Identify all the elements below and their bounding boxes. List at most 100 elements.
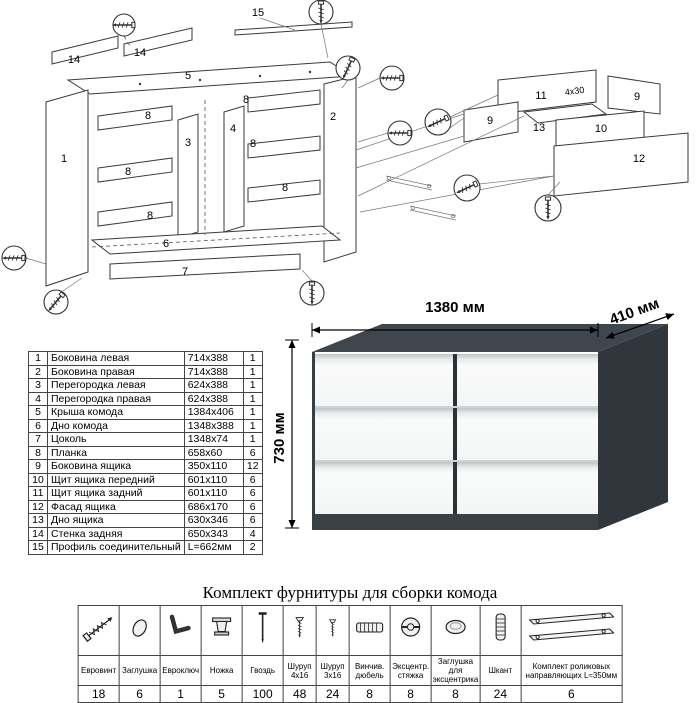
part-qty: 1 xyxy=(242,364,263,379)
part-label-8: 8 xyxy=(145,110,151,122)
part-qty: 6 xyxy=(242,513,263,528)
part-label-12: 12 xyxy=(633,153,645,165)
hardware-label: Комплект роликовых направляющих L≈350мм xyxy=(520,655,623,686)
cabinet-parts xyxy=(45,21,357,287)
shkant-icon xyxy=(495,613,506,641)
part-num: 6 xyxy=(28,418,48,433)
part-outline-left-side-1 xyxy=(45,89,89,287)
dresser-plinth xyxy=(315,514,598,530)
part-qty: 6 xyxy=(242,472,263,487)
leg-icon xyxy=(212,617,232,636)
height-dimension-label: 730 мм xyxy=(271,412,288,463)
screw-3x16-icon xyxy=(328,619,337,638)
part-label-2: 2 xyxy=(330,111,336,123)
part-label-11: 11 xyxy=(535,90,546,102)
drawer-row-gap xyxy=(315,460,598,462)
part-num: 8 xyxy=(28,445,48,460)
exploded-assembly-diagram: 15 14 14 5 1 2 3 4 8 8 8 8 8 8 6 7 11 9 … xyxy=(0,0,700,350)
drawer-front xyxy=(315,462,453,514)
part-label-4: 4 xyxy=(230,123,236,135)
part-outline-top-5 xyxy=(66,61,354,95)
part-outline-partition-4 xyxy=(223,105,245,233)
part-name: Крыша комода xyxy=(47,405,185,420)
part-num: 5 xyxy=(28,405,48,420)
dresser-svg: 1380 мм 730 мм 410 мм xyxy=(271,295,675,530)
hardware-qty: 48 xyxy=(282,685,317,703)
hardware-label: Винчив. дюбель xyxy=(348,655,391,686)
hardware-kit-title: Комплект фурнитуры для сборки комода xyxy=(202,583,498,602)
part-num: 13 xyxy=(28,513,48,528)
pilot-holes xyxy=(138,70,312,86)
part-size: 601x110 xyxy=(183,486,244,501)
part-outline-plank-8d xyxy=(247,89,321,113)
part-label-3: 3 xyxy=(185,137,191,149)
part-num: 12 xyxy=(28,499,48,514)
part-qty: 1 xyxy=(242,418,263,433)
part-size: 630x346 xyxy=(183,513,244,528)
part-qty: 6 xyxy=(242,499,263,514)
part-num: 1 xyxy=(28,351,48,366)
part-outline-bottom-6 xyxy=(90,225,342,255)
part-outline-drawer-side-9r xyxy=(607,75,661,115)
width-dimension-label: 1380 мм xyxy=(425,299,485,316)
screw-callout xyxy=(534,194,562,222)
part-label-8: 8 xyxy=(250,138,256,150)
hardware-icon-cell xyxy=(520,605,623,656)
hardware-icon-cell xyxy=(77,605,120,656)
part-outline-plank-8e xyxy=(247,135,321,159)
part-num: 10 xyxy=(28,472,48,487)
hardware-label: Шуруп 4x16 xyxy=(282,655,317,686)
part-name: Перегородка правая xyxy=(47,391,185,406)
part-label-8: 8 xyxy=(125,166,131,178)
hardware-label: Эксцентр. стяжка xyxy=(389,655,432,686)
dresser-right-side xyxy=(598,324,668,530)
dresser-left-edge xyxy=(312,352,315,530)
part-num: 11 xyxy=(28,486,48,501)
part-size: 1348x388 xyxy=(183,418,244,433)
part-name: Цоколь xyxy=(47,432,185,447)
hardware-callouts xyxy=(1,0,562,315)
depth-dimension-label: 410 мм xyxy=(607,295,661,329)
part-name: Стенка задняя xyxy=(47,526,185,541)
drawer-front xyxy=(315,354,453,406)
part-outline-drawer-facade-12 xyxy=(553,132,689,197)
part-size: 686x170 xyxy=(183,499,244,514)
hardware-icon-cell xyxy=(315,605,350,656)
part-label-8: 8 xyxy=(147,210,153,222)
part-outline-plank-8a xyxy=(97,105,173,131)
hardware-icon-cell xyxy=(282,605,317,656)
part-outline-back-wall-a xyxy=(51,35,119,65)
eccentric-plug-icon xyxy=(445,619,466,635)
part-qty: 4 xyxy=(242,526,263,541)
euro-key-icon xyxy=(169,614,191,635)
part-num: 4 xyxy=(28,391,48,406)
drawer-runner-icon xyxy=(385,175,457,221)
hardware-icon-cell xyxy=(479,605,522,656)
eccentric-cam-icon xyxy=(401,617,421,637)
hardware-table: Евровинт Заглушка Евроключ Ножка Гвоздь … xyxy=(77,605,623,703)
hardware-label: Гвоздь xyxy=(241,655,284,686)
part-outline-back-wall-b xyxy=(123,27,193,57)
part-outline-drawer-side-9l xyxy=(463,101,519,143)
hardware-icon-cell xyxy=(348,605,391,656)
dresser-render: 1380 мм 730 мм 410 мм xyxy=(270,292,700,582)
hardware-icons-row xyxy=(77,605,623,656)
drawer-row-gap xyxy=(315,406,598,408)
dresser-body xyxy=(312,324,668,530)
part-size: 714x388 xyxy=(183,364,244,379)
hardware-qty: 18 xyxy=(77,685,120,703)
part-label-14: 14 xyxy=(134,47,146,59)
screw-callout xyxy=(1,245,27,271)
part-name: Дно ящика xyxy=(47,513,185,528)
part-label-14: 14 xyxy=(68,54,80,66)
part-size: 1348x74 xyxy=(183,432,244,447)
drawer-fronts xyxy=(315,354,598,514)
part-name: Перегородка левая xyxy=(47,378,185,393)
hardware-label: Ножка xyxy=(200,655,243,686)
